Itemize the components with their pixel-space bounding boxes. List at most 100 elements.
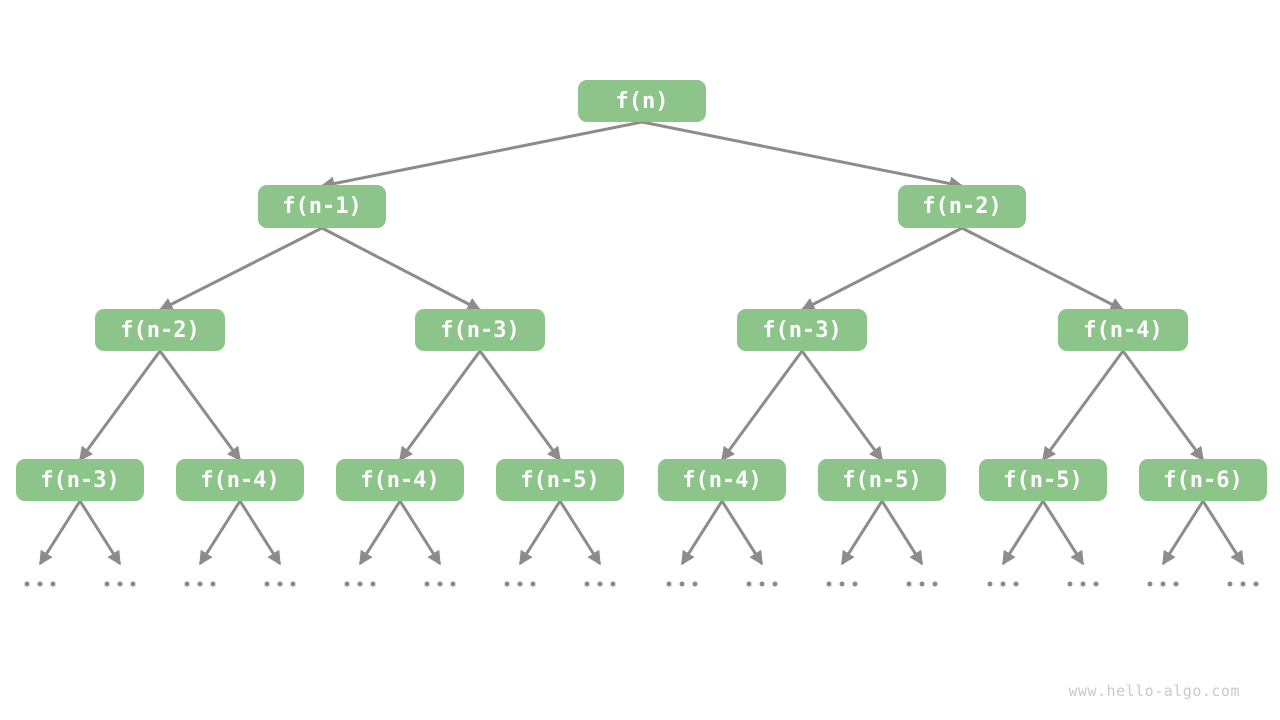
tree-edge-arrow bbox=[1161, 500, 1205, 566]
tree-edge-arrow bbox=[680, 500, 724, 566]
ellipsis-dot bbox=[290, 581, 296, 587]
tree-edge-arrow bbox=[478, 350, 562, 462]
tree-edge-arrow bbox=[1041, 350, 1125, 462]
ellipsis-dot bbox=[666, 581, 672, 587]
tree-node: f(n-2) bbox=[898, 185, 1026, 228]
ellipsis-leaf bbox=[424, 581, 456, 587]
ellipsis-dot bbox=[1240, 581, 1246, 587]
ellipsis-dot bbox=[1173, 581, 1179, 587]
tree-edge-arrow bbox=[1201, 500, 1245, 566]
ellipsis-dot bbox=[24, 581, 30, 587]
tree-node: f(n-3) bbox=[16, 459, 144, 501]
tree-edge-arrow bbox=[840, 500, 884, 566]
ellipsis-dot bbox=[344, 581, 350, 587]
ellipsis-leaf bbox=[184, 581, 216, 587]
tree-node: f(n-2) bbox=[95, 309, 225, 351]
ellipsis-dot bbox=[424, 581, 430, 587]
ellipsis-dot bbox=[1000, 581, 1006, 587]
tree-edge-arrow bbox=[358, 500, 402, 566]
tree-node: f(n-3) bbox=[415, 309, 545, 351]
tree-edge-arrow bbox=[1041, 500, 1085, 566]
ellipsis-dot bbox=[37, 581, 43, 587]
tree-edge-arrow bbox=[518, 500, 562, 566]
tree-edge-arrow bbox=[158, 350, 242, 462]
ellipsis-leaf bbox=[987, 581, 1019, 587]
ellipsis-dot bbox=[1227, 581, 1233, 587]
ellipsis-dot bbox=[197, 581, 203, 587]
tree-node: f(n-1) bbox=[258, 185, 386, 228]
tree-edge-arrow bbox=[720, 500, 764, 566]
tree-edge-arrow bbox=[78, 500, 122, 566]
ellipsis-dot bbox=[826, 581, 832, 587]
tree-edge-arrow bbox=[558, 500, 602, 566]
ellipsis-dot bbox=[210, 581, 216, 587]
ellipsis-dot bbox=[987, 581, 993, 587]
tree-node: f(n-4) bbox=[658, 459, 786, 501]
ellipsis-dot bbox=[104, 581, 110, 587]
tree-edge-arrow bbox=[321, 226, 482, 312]
tree-edge-arrow bbox=[198, 500, 242, 566]
ellipsis-dot bbox=[839, 581, 845, 587]
ellipsis-dot bbox=[597, 581, 603, 587]
ellipsis-dot bbox=[692, 581, 698, 587]
ellipsis-dot bbox=[932, 581, 938, 587]
ellipsis-dot bbox=[852, 581, 858, 587]
tree-edge-arrow bbox=[800, 226, 963, 312]
tree-node: f(n-5) bbox=[496, 459, 624, 501]
tree-edge-arrow bbox=[641, 120, 964, 191]
tree-node: f(n-4) bbox=[336, 459, 464, 501]
ellipsis-leaf bbox=[906, 581, 938, 587]
ellipsis-dot bbox=[772, 581, 778, 587]
ellipsis-dot bbox=[1253, 581, 1259, 587]
ellipsis-dot bbox=[130, 581, 136, 587]
tree-edge-arrow bbox=[398, 350, 482, 462]
tree-edge-arrow bbox=[1121, 350, 1205, 462]
ellipsis-dot bbox=[264, 581, 270, 587]
ellipsis-dot bbox=[759, 581, 765, 587]
ellipsis-dot bbox=[1093, 581, 1099, 587]
ellipsis-leaf bbox=[666, 581, 698, 587]
tree-edge-arrow bbox=[238, 500, 282, 566]
ellipsis-leaf bbox=[104, 581, 136, 587]
tree-edge-arrow bbox=[320, 120, 643, 191]
ellipsis-dot bbox=[530, 581, 536, 587]
tree-node: f(n-4) bbox=[176, 459, 304, 501]
ellipsis-dot bbox=[746, 581, 752, 587]
ellipsis-dot bbox=[1160, 581, 1166, 587]
tree-edge-arrow bbox=[720, 350, 804, 462]
ellipsis-leaf bbox=[826, 581, 858, 587]
tree-node: f(n) bbox=[578, 80, 706, 122]
ellipsis-dot bbox=[357, 581, 363, 587]
ellipsis-dot bbox=[1147, 581, 1153, 587]
ellipsis-dot bbox=[517, 581, 523, 587]
ellipsis-dot bbox=[277, 581, 283, 587]
tree-edge-arrow bbox=[398, 500, 442, 566]
ellipsis-leaf bbox=[1147, 581, 1179, 587]
tree-node: f(n-5) bbox=[979, 459, 1107, 501]
ellipsis-dot bbox=[50, 581, 56, 587]
tree-node: f(n-3) bbox=[737, 309, 867, 351]
ellipsis-dot bbox=[504, 581, 510, 587]
tree-edge-arrow bbox=[880, 500, 924, 566]
ellipsis-dot bbox=[906, 581, 912, 587]
ellipsis-dot bbox=[450, 581, 456, 587]
tree-edge-arrow bbox=[1001, 500, 1045, 566]
ellipsis-leaf bbox=[746, 581, 778, 587]
ellipsis-dot bbox=[610, 581, 616, 587]
ellipsis-dot bbox=[437, 581, 443, 587]
ellipsis-dot bbox=[370, 581, 376, 587]
ellipsis-dot bbox=[1067, 581, 1073, 587]
watermark: www.hello-algo.com bbox=[1068, 682, 1240, 700]
ellipsis-dot bbox=[919, 581, 925, 587]
ellipsis-dot bbox=[1013, 581, 1019, 587]
ellipsis-dot bbox=[1080, 581, 1086, 587]
tree-node: f(n-5) bbox=[818, 459, 946, 501]
tree-edge-arrow bbox=[78, 350, 162, 462]
ellipsis-leaf bbox=[1227, 581, 1259, 587]
ellipsis-leaf bbox=[24, 581, 56, 587]
ellipsis-leaf bbox=[584, 581, 616, 587]
ellipsis-dot bbox=[679, 581, 685, 587]
ellipsis-dot bbox=[117, 581, 123, 587]
tree-node: f(n-4) bbox=[1058, 309, 1188, 351]
